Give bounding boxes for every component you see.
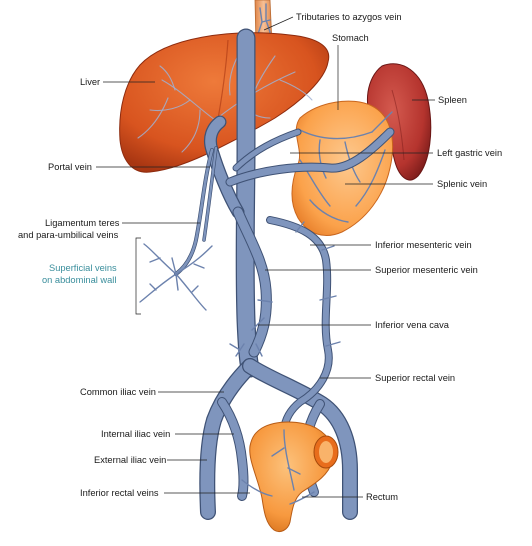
label-inferior-mesenteric-vein: Inferior mesenteric vein: [375, 240, 472, 250]
label-rectum: Rectum: [366, 492, 398, 502]
label-ligamentum-teres-line1: Ligamentum teres: [45, 218, 120, 228]
label-spleen: Spleen: [438, 95, 467, 105]
label-internal-iliac-vein: Internal iliac vein: [101, 429, 170, 439]
label-superior-rectal-vein: Superior rectal vein: [375, 373, 455, 383]
label-external-iliac-vein: External iliac vein: [94, 455, 166, 465]
labels: Tributaries to azygos vein Stomach Liver…: [18, 12, 502, 502]
label-portal-vein: Portal vein: [48, 162, 92, 172]
label-superficial-veins-line1: Superficial veins: [49, 263, 117, 273]
venous-system: [174, 28, 395, 520]
label-ligamentum-teres-line2: and para-umbilical veins: [18, 230, 119, 240]
label-stomach: Stomach: [332, 33, 369, 43]
label-liver: Liver: [80, 77, 100, 87]
label-superficial-veins-line2: on abdominal wall: [42, 275, 116, 285]
label-tributaries-azygos: Tributaries to azygos vein: [296, 12, 402, 22]
label-inferior-vena-cava: Inferior vena cava: [375, 320, 450, 330]
rectum: [241, 421, 339, 533]
label-left-gastric-vein: Left gastric vein: [437, 148, 502, 158]
small-tributaries: [229, 221, 341, 357]
label-splenic-vein: Splenic vein: [437, 179, 487, 189]
liver: [119, 32, 330, 173]
label-common-iliac-vein: Common iliac vein: [80, 387, 156, 397]
leader-lines: [96, 16, 435, 498]
superficial-veins-drawing: [139, 243, 213, 311]
label-superior-mesenteric-vein: Superior mesenteric vein: [375, 265, 478, 275]
superficial-veins-bracket: [135, 237, 141, 315]
label-inferior-rectal-veins: Inferior rectal veins: [80, 488, 159, 498]
